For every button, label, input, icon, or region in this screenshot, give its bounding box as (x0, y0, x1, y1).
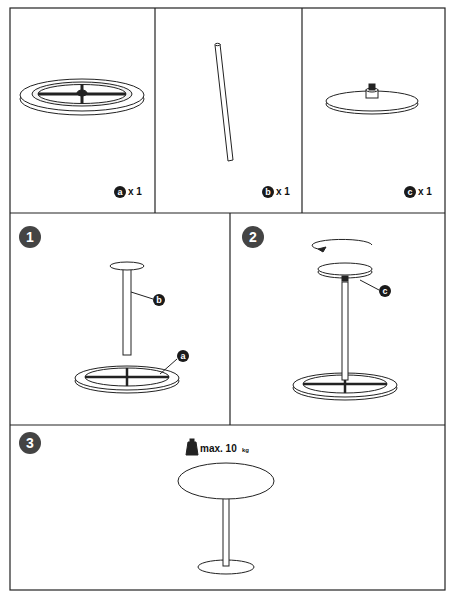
base-ring (85, 368, 169, 386)
callout-letter: a (177, 350, 189, 362)
weight-handle (190, 439, 194, 442)
callout-letter: c (404, 186, 416, 198)
pole (342, 282, 348, 380)
leader-line (160, 359, 177, 374)
pole-part (215, 43, 233, 161)
callout-letter: c (379, 285, 391, 297)
step3-illustration (178, 439, 274, 574)
pole-plate (110, 262, 144, 270)
base-spoke (126, 368, 129, 386)
row-divider (10, 212, 445, 213)
column-divider (301, 8, 302, 213)
base-top (75, 366, 179, 390)
callout-letter: b (153, 294, 165, 306)
column-divider (229, 213, 230, 425)
callout-letter: b (262, 186, 274, 198)
leader-line (131, 292, 153, 299)
step-number: 1 (19, 226, 41, 248)
column-divider (154, 8, 155, 213)
pole (215, 44, 233, 161)
base-part (20, 79, 144, 115)
plate-top (318, 263, 372, 275)
step2-illustration (293, 239, 397, 400)
table-pole (223, 496, 229, 566)
plate-bolt (342, 276, 348, 281)
quantity-text: x 1 (418, 186, 432, 198)
weight-icon (186, 442, 198, 455)
plate-part (326, 84, 418, 114)
base-top (20, 79, 144, 111)
table-top (178, 463, 274, 499)
base-hub (77, 90, 87, 96)
step1-illustration (75, 262, 179, 393)
pole-end (215, 43, 220, 45)
quantity-text: x 1 (128, 186, 142, 198)
unit-text: kg (242, 446, 249, 454)
leader-line (360, 280, 379, 290)
bolt-thread (369, 84, 375, 90)
plate-top (326, 91, 418, 111)
row-divider (10, 424, 445, 425)
pole (123, 267, 131, 355)
base-ring (32, 82, 132, 106)
rotation-arrow (312, 239, 372, 249)
base-ring-inner (38, 85, 126, 104)
quantity-text: x 1 (276, 186, 290, 198)
step-number: 3 (19, 432, 41, 454)
quantity-text: max. 10 (200, 443, 237, 455)
callout-letter: a (114, 186, 126, 198)
panel-frames (10, 8, 445, 590)
outer-frame (10, 8, 445, 590)
step-number: 2 (242, 226, 264, 248)
rotation-arrowhead (318, 247, 326, 252)
